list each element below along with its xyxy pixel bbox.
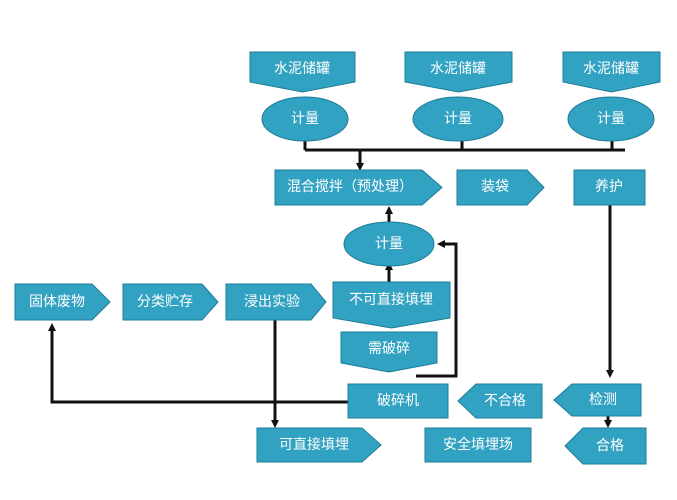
unqualified-node: 不合格 [457, 383, 543, 419]
tank-label: 水泥储罐 [583, 61, 639, 77]
meter-label: 计量 [444, 111, 472, 127]
cure-node: 养护 [573, 169, 646, 206]
crusher-node: 破碎机 [347, 383, 449, 419]
tank-node: 水泥储罐 [249, 51, 356, 93]
tank-label: 水泥储罐 [274, 61, 330, 77]
qualified-node: 合格 [564, 427, 647, 465]
not-direct-fill-node: 不可直接填埋 [332, 281, 451, 329]
crusher-to-meter-arrow [416, 240, 458, 378]
meter-node: 计量 [567, 96, 655, 142]
bag-label: 装袋 [481, 179, 509, 195]
solid-waste-label: 固体废物 [29, 294, 85, 310]
cure-label: 养护 [595, 179, 623, 195]
connectors [48, 140, 625, 428]
tank-label: 水泥储罐 [430, 61, 486, 77]
classify-store-label: 分类贮存 [137, 294, 193, 310]
qualified-label: 合格 [596, 438, 624, 454]
mix-label: 混合搅拌（预处理） [287, 179, 413, 195]
inspect-label: 检测 [589, 392, 617, 408]
tank-node: 水泥储罐 [404, 51, 513, 93]
meter-mid-label: 计量 [375, 236, 403, 252]
inspect-node: 检测 [553, 383, 642, 417]
classify-store-node: 分类贮存 [122, 283, 219, 321]
mix-node: 混合搅拌（预处理） [274, 169, 443, 206]
unqualified-label: 不合格 [484, 393, 526, 409]
direct-fill-node: 可直接填埋 [256, 427, 382, 463]
leach-test-node: 浸出实验 [225, 283, 327, 321]
leach-test-label: 浸出实验 [244, 294, 300, 310]
meter-node: 计量 [412, 96, 504, 142]
tank-node: 水泥储罐 [562, 51, 661, 93]
need-crush-node: 需破碎 [340, 331, 438, 373]
crusher-label: 破碎机 [377, 393, 419, 409]
meter-node: 计量 [261, 96, 349, 142]
meter-label: 计量 [291, 111, 319, 127]
bag-node: 装袋 [456, 169, 545, 206]
direct-fill-label: 可直接填埋 [279, 436, 349, 453]
crusher-to-solidwaste-arrow [48, 323, 348, 404]
not-direct-fill-label: 不可直接填埋 [349, 291, 433, 308]
meter-label: 计量 [597, 111, 625, 127]
need-crush-label: 需破碎 [368, 341, 410, 357]
meter-mid-node: 计量 [343, 221, 435, 267]
safe-landfill-node: 安全填埋场 [424, 427, 532, 463]
safe-landfill-label: 安全填埋场 [443, 436, 513, 453]
solid-waste-node: 固体废物 [14, 283, 111, 321]
